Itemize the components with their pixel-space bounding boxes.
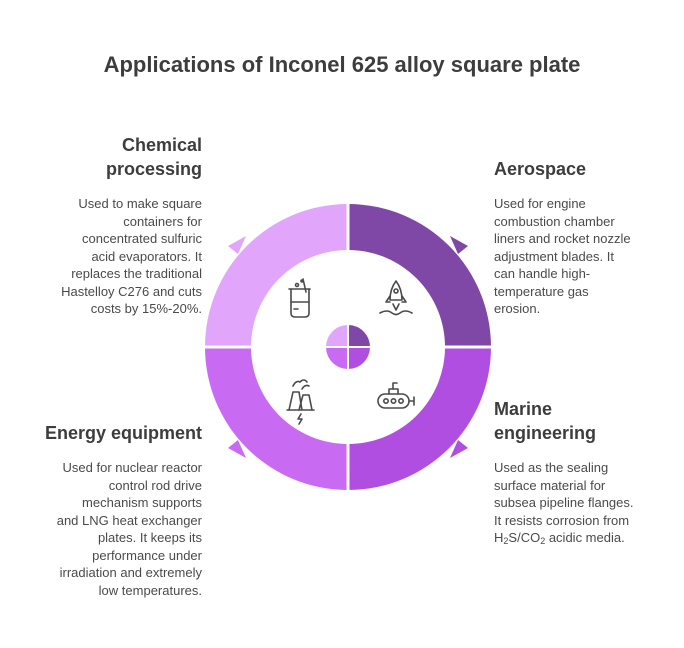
desc-line: liners and rocket nozzle bbox=[494, 231, 631, 246]
desc-line: low temperatures. bbox=[98, 582, 202, 598]
desc-line: Used to make square bbox=[78, 196, 202, 211]
desc-marine: Used as the sealing surface material for… bbox=[494, 459, 679, 551]
heading-chemical: Chemical processing bbox=[20, 133, 202, 181]
heading-chemical-line2: processing bbox=[105, 159, 202, 179]
heading-marine-line2: engineering bbox=[494, 423, 597, 443]
segment-aerospace bbox=[348, 204, 491, 347]
formula-sub1: 2 bbox=[503, 536, 509, 546]
heading-aerospace-line1: Aerospace bbox=[494, 159, 587, 179]
power-plant-icon bbox=[286, 379, 315, 425]
formula-sub2: 2 bbox=[540, 536, 546, 546]
desc-formula-line: H2S/CO2 acidic media. bbox=[494, 529, 679, 551]
desc-line: plates. It keeps its bbox=[97, 530, 202, 545]
desc-line: concentrated sulfuric bbox=[82, 231, 202, 246]
segment-marine bbox=[348, 347, 491, 490]
desc-line: temperature gas bbox=[494, 283, 589, 299]
desc-line: surface material for bbox=[494, 477, 606, 493]
formula-s: S/CO bbox=[508, 530, 541, 545]
desc-line: replaces the traditional bbox=[71, 266, 202, 281]
desc-line: and LNG heat exchanger bbox=[56, 512, 202, 528]
heading-marine: Marine engineering bbox=[494, 397, 674, 445]
desc-line: Used as the sealing bbox=[494, 460, 609, 475]
desc-line: Used for nuclear reactor bbox=[62, 460, 202, 475]
desc-chemical: Used to make square containers for conce… bbox=[20, 195, 202, 318]
notch-marine bbox=[450, 440, 468, 458]
desc-line: adjustment blades. It bbox=[494, 248, 614, 264]
heading-energy: Energy equipment bbox=[20, 421, 202, 445]
desc-line: performance under bbox=[92, 547, 202, 563]
notch-aerospace bbox=[450, 236, 468, 254]
notch-chemical bbox=[228, 236, 246, 254]
center-pie-tr bbox=[348, 325, 370, 347]
submarine-icon bbox=[377, 382, 415, 409]
center-pie bbox=[324, 323, 372, 371]
desc-line: containers for bbox=[123, 213, 202, 229]
formula-tail: acidic media. bbox=[545, 530, 625, 545]
desc-line: mechanism supports bbox=[82, 495, 202, 510]
heading-energy-line1: Energy equipment bbox=[44, 423, 202, 443]
notch-energy bbox=[228, 440, 246, 458]
center-pie-bl bbox=[326, 347, 348, 369]
segment-chemical bbox=[205, 204, 348, 347]
desc-line: erosion. bbox=[494, 301, 541, 316]
desc-line: subsea pipeline flanges. bbox=[494, 495, 634, 510]
rocket-icon bbox=[379, 280, 413, 316]
desc-line: can handle high- bbox=[494, 266, 591, 281]
beaker-icon bbox=[288, 278, 311, 318]
desc-line: It resists corrosion from bbox=[494, 512, 630, 528]
desc-line: acid evaporators. It bbox=[91, 248, 202, 264]
heading-marine-line1: Marine bbox=[494, 399, 553, 419]
desc-energy: Used for nuclear reactor control rod dri… bbox=[20, 459, 202, 599]
desc-aerospace: Used for engine combustion chamber liner… bbox=[494, 195, 674, 318]
page-title: Applications of Inconel 625 alloy square… bbox=[103, 52, 581, 77]
desc-line: costs by 15%-20%. bbox=[90, 301, 202, 316]
desc-line: Hastelloy C276 and cuts bbox=[61, 283, 202, 299]
segment-energy bbox=[205, 347, 348, 490]
desc-line: combustion chamber bbox=[494, 213, 615, 229]
heading-aerospace: Aerospace bbox=[494, 157, 674, 181]
desc-line: irradiation and extremely bbox=[59, 565, 202, 580]
desc-line: Used for engine bbox=[494, 196, 586, 211]
formula-h: H bbox=[494, 530, 504, 545]
center-pie-tl bbox=[326, 325, 348, 347]
center-pie-br bbox=[348, 347, 370, 369]
heading-chemical-line1: Chemical bbox=[121, 135, 202, 155]
desc-line: control rod drive bbox=[108, 477, 202, 493]
